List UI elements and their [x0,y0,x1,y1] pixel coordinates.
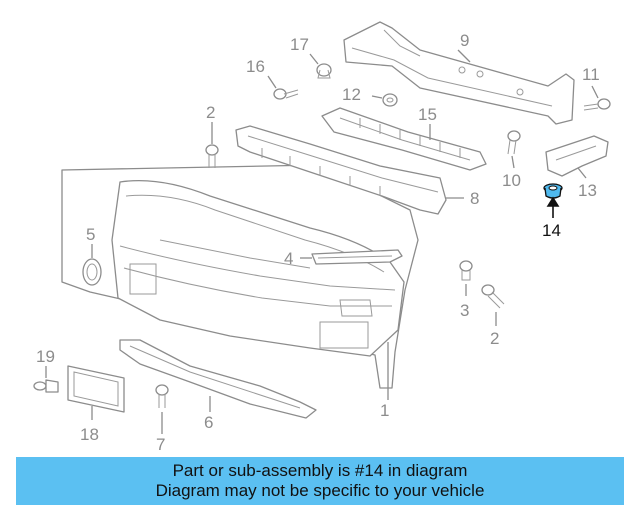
trim-strip-part [300,249,403,265]
upper-retainer-part [321,107,487,171]
callout-10: 10 [502,171,521,190]
bumper-beam-part [343,21,575,125]
callout-16: 16 [246,57,265,76]
bolt-part-7 [155,384,169,434]
push-clip-part [33,366,59,393]
callout-2-right: 2 [490,329,499,348]
callout-17: 17 [290,35,309,54]
callout-18: 18 [80,425,99,444]
clip-part-3 [459,260,473,296]
info-banner: Part or sub-assembly is #14 in diagram D… [16,457,624,505]
banner-part-line: Part or sub-assembly is #14 in diagram [172,461,468,480]
callout-6: 6 [204,413,213,432]
bumper-cover-part [61,164,419,400]
energy-absorber-part [235,125,464,215]
callout-11: 11 [582,65,600,84]
callout-13: 13 [578,181,597,200]
callout-19: 19 [36,347,55,366]
callout-2-top: 2 [206,103,215,122]
callout-7: 7 [156,435,165,454]
nut-part-17 [309,53,332,79]
bolt-part-10 [507,130,521,169]
callout-4: 4 [284,249,293,268]
callout-15: 15 [418,105,437,124]
callout-14: 14 [542,221,561,240]
nut-part-12 [371,93,398,107]
callout-8: 8 [470,189,479,208]
callout-12: 12 [342,85,361,104]
callout-1: 1 [380,401,389,420]
side-bracket-part [545,135,609,179]
screw-part-2-right [481,284,505,326]
screw-part-2-top [205,122,219,168]
banner-disclaimer-line: Diagram may not be specific to your vehi… [155,481,485,500]
lower-spoiler-part [119,339,317,419]
callout-5: 5 [86,225,95,244]
callout-9: 9 [460,31,469,50]
fog-ring-part [82,244,102,286]
license-bracket-part [67,365,125,420]
bolt-part-16 [267,75,299,100]
bolt-part-11 [583,85,611,111]
callout-3: 3 [460,301,469,320]
clip-part-14 [543,183,563,218]
